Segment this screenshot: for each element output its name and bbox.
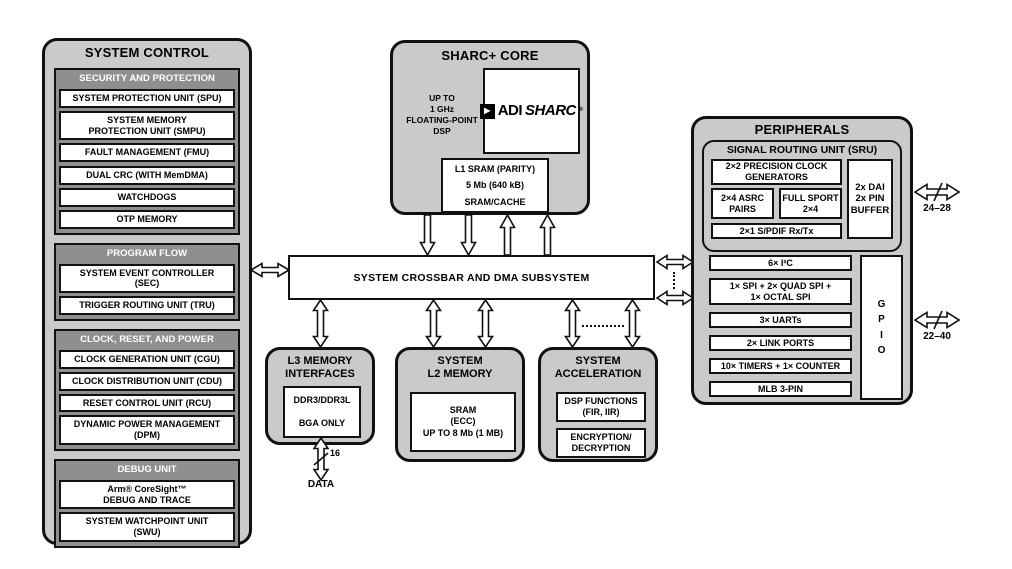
dai-bus-width-label: 24–28 xyxy=(923,203,951,214)
block-cgu: CLOCK GENERATION UNIT (CGU) xyxy=(59,349,235,369)
block-spdif: 2×1 S/PDIF Rx/Tx xyxy=(711,223,842,239)
l3-bus-data-label: DATA xyxy=(307,479,335,490)
arrow-core-down-icon xyxy=(460,214,477,256)
block-l2-sram: SRAM (ECC) UP TO 8 Mb (1 MB) xyxy=(410,392,516,452)
block-mlb: MLB 3-PIN xyxy=(709,381,852,397)
group-program-flow: PROGRAM FLOW SYSTEM EVENT CONTROLLER (SE… xyxy=(54,242,240,321)
block-rcu: RESET CONTROL UNIT (RCU) xyxy=(59,393,235,413)
block-asrc-pairs: 2×4 ASRC PAIRS xyxy=(711,188,774,219)
peripherals-title: PERIPHERALS xyxy=(754,122,850,137)
group-header: DEBUG UNIT xyxy=(117,463,177,475)
registered-mark: ® xyxy=(578,107,584,114)
block-i2c: 6× I²C xyxy=(709,255,852,271)
block-ddr3: DDR3/DDR3L BGA ONLY xyxy=(283,386,361,438)
arrow-syscontrol-crossbar-icon xyxy=(250,262,290,278)
arrow-gpio-pins-icon xyxy=(914,310,960,330)
block-link-ports: 2× LINK PORTS xyxy=(709,335,852,351)
block-encryption: ENCRYPTION/ DECRYPTION xyxy=(556,428,646,458)
sru-content: 2×2 PRECISION CLOCK GENERATORS 2×4 ASRC … xyxy=(711,156,893,239)
block-spi: 1× SPI + 2× QUAD SPI + 1× OCTAL SPI xyxy=(709,278,852,305)
sharc-core-title: SHARC+ CORE xyxy=(441,48,539,63)
sru-title: SIGNAL ROUTING UNIT (SRU) xyxy=(726,144,878,156)
group-header: CLOCK, RESET, AND POWER xyxy=(80,333,214,345)
dotted-connector xyxy=(673,272,675,289)
block-smpu: SYSTEM MEMORY PROTECTION UNIT (SMPU) xyxy=(59,110,235,141)
l2-memory-block: SYSTEM L2 MEMORY SRAM (ECC) UP TO 8 Mb (… xyxy=(395,347,525,462)
block-swu: SYSTEM WATCHPOINT UNIT (SWU) xyxy=(59,512,235,543)
block-l1-sram: L1 SRAM (PARITY) 5 Mb (640 kB) SRAM/CACH… xyxy=(441,158,549,213)
sru-middle-row: 2×4 ASRC PAIRS FULL SPORT 2×4 xyxy=(711,188,842,219)
acceleration-title: SYSTEM ACCELERATION xyxy=(554,355,642,381)
block-spu: SYSTEM PROTECTION UNIT (SPU) xyxy=(59,88,235,108)
l2-memory-title: SYSTEM L2 MEMORY xyxy=(427,355,493,381)
block-otp-memory: OTP MEMORY xyxy=(59,209,235,229)
adi-sharc-logo-lockup: ▶ ADI SHARC ® xyxy=(479,101,584,121)
arrow-crossbar-accel-icon xyxy=(624,299,641,348)
arrow-dai-pins-icon xyxy=(914,182,960,202)
peripherals-list: 6× I²C 1× SPI + 2× QUAD SPI + 1× OCTAL S… xyxy=(709,255,852,397)
block-uarts: 3× UARTs xyxy=(709,312,852,328)
sharc-core-block: SHARC+ CORE UP TO 1 GHz FLOATING-POINT D… xyxy=(390,40,590,215)
arrow-crossbar-l3-icon xyxy=(312,299,329,348)
block-gpio: G P I O xyxy=(860,255,903,400)
arrow-l3-data-bus-icon xyxy=(312,437,330,481)
block-precision-clock-generators: 2×2 PRECISION CLOCK GENERATORS xyxy=(711,159,842,185)
block-tru: TRIGGER ROUTING UNIT (TRU) xyxy=(59,296,235,315)
block-dai-pin-buffer: 2x DAI 2x PIN BUFFER xyxy=(847,159,893,239)
l3-bus-width-label: 16 xyxy=(330,448,341,458)
block-cdu: CLOCK DISTRIBUTION UNIT (CDU) xyxy=(59,371,235,391)
adi-triangle-icon: ▶ xyxy=(479,103,495,119)
group-debug-unit: DEBUG UNIT Arm® CoreSight™ DEBUG AND TRA… xyxy=(54,458,240,549)
arrow-core-down-icon xyxy=(419,214,436,256)
block-sec: SYSTEM EVENT CONTROLLER (SEC) xyxy=(59,263,235,294)
l3-memory-block: L3 MEMORY INTERFACES DDR3/DDR3L BGA ONLY xyxy=(265,347,375,445)
block-dpm: DYNAMIC POWER MANAGEMENT (DPM) xyxy=(59,415,235,445)
block-watchdogs: WATCHDOGS xyxy=(59,187,235,207)
system-control-title: SYSTEM CONTROL xyxy=(84,45,210,60)
block-coresight: Arm® CoreSight™ DEBUG AND TRACE xyxy=(59,479,235,510)
system-control-block: SYSTEM CONTROL SECURITY AND PROTECTION S… xyxy=(42,38,252,549)
l3-memory-title: L3 MEMORY INTERFACES xyxy=(285,355,355,381)
group-security-and-protection: SECURITY AND PROTECTION SYSTEM PROTECTIO… xyxy=(54,67,240,235)
adi-brand-text: ADI xyxy=(497,101,523,119)
system-crossbar: SYSTEM CROSSBAR AND DMA SUBSYSTEM xyxy=(288,255,655,300)
group-header: SECURITY AND PROTECTION xyxy=(79,72,215,84)
block-dsp-functions: DSP FUNCTIONS (FIR, IIR) xyxy=(556,392,646,422)
arrow-crossbar-accel-icon xyxy=(564,299,581,348)
block-timers-counter: 10× TIMERS + 1× COUNTER xyxy=(709,358,852,374)
adi-sharc-logo: ▶ ADI SHARC ® xyxy=(479,68,583,154)
sru-left-column: 2×2 PRECISION CLOCK GENERATORS 2×4 ASRC … xyxy=(711,156,842,239)
arrow-core-up-icon xyxy=(499,214,516,256)
gpio-bus-width-label: 22–40 xyxy=(923,331,951,342)
block-dual-crc: DUAL CRC (WITH MemDMA) xyxy=(59,166,235,185)
arrow-core-up-icon xyxy=(539,214,556,256)
group-header: PROGRAM FLOW xyxy=(106,247,188,259)
group-clock-reset-power: CLOCK, RESET, AND POWER CLOCK GENERATION… xyxy=(54,328,240,451)
block-full-sport: FULL SPORT 2×4 xyxy=(779,188,842,219)
arrow-crossbar-peripherals-icon xyxy=(656,290,694,306)
block-fmu: FAULT MANAGEMENT (FMU) xyxy=(59,143,235,163)
dotted-connector xyxy=(582,325,624,327)
sru-block: SIGNAL ROUTING UNIT (SRU) 2×2 PRECISION … xyxy=(702,140,902,252)
acceleration-block: SYSTEM ACCELERATION DSP FUNCTIONS (FIR, … xyxy=(538,347,658,462)
sharc-brand-text: SHARC xyxy=(525,101,576,119)
arrow-crossbar-l2-icon xyxy=(477,299,494,348)
arrow-crossbar-peripherals-icon xyxy=(656,254,694,270)
sharc-core-description: UP TO 1 GHz FLOATING-POINT DSP xyxy=(406,93,478,137)
arrow-crossbar-l2-icon xyxy=(425,299,442,348)
peripherals-block: PERIPHERALS SIGNAL ROUTING UNIT (SRU) 2×… xyxy=(691,116,913,405)
